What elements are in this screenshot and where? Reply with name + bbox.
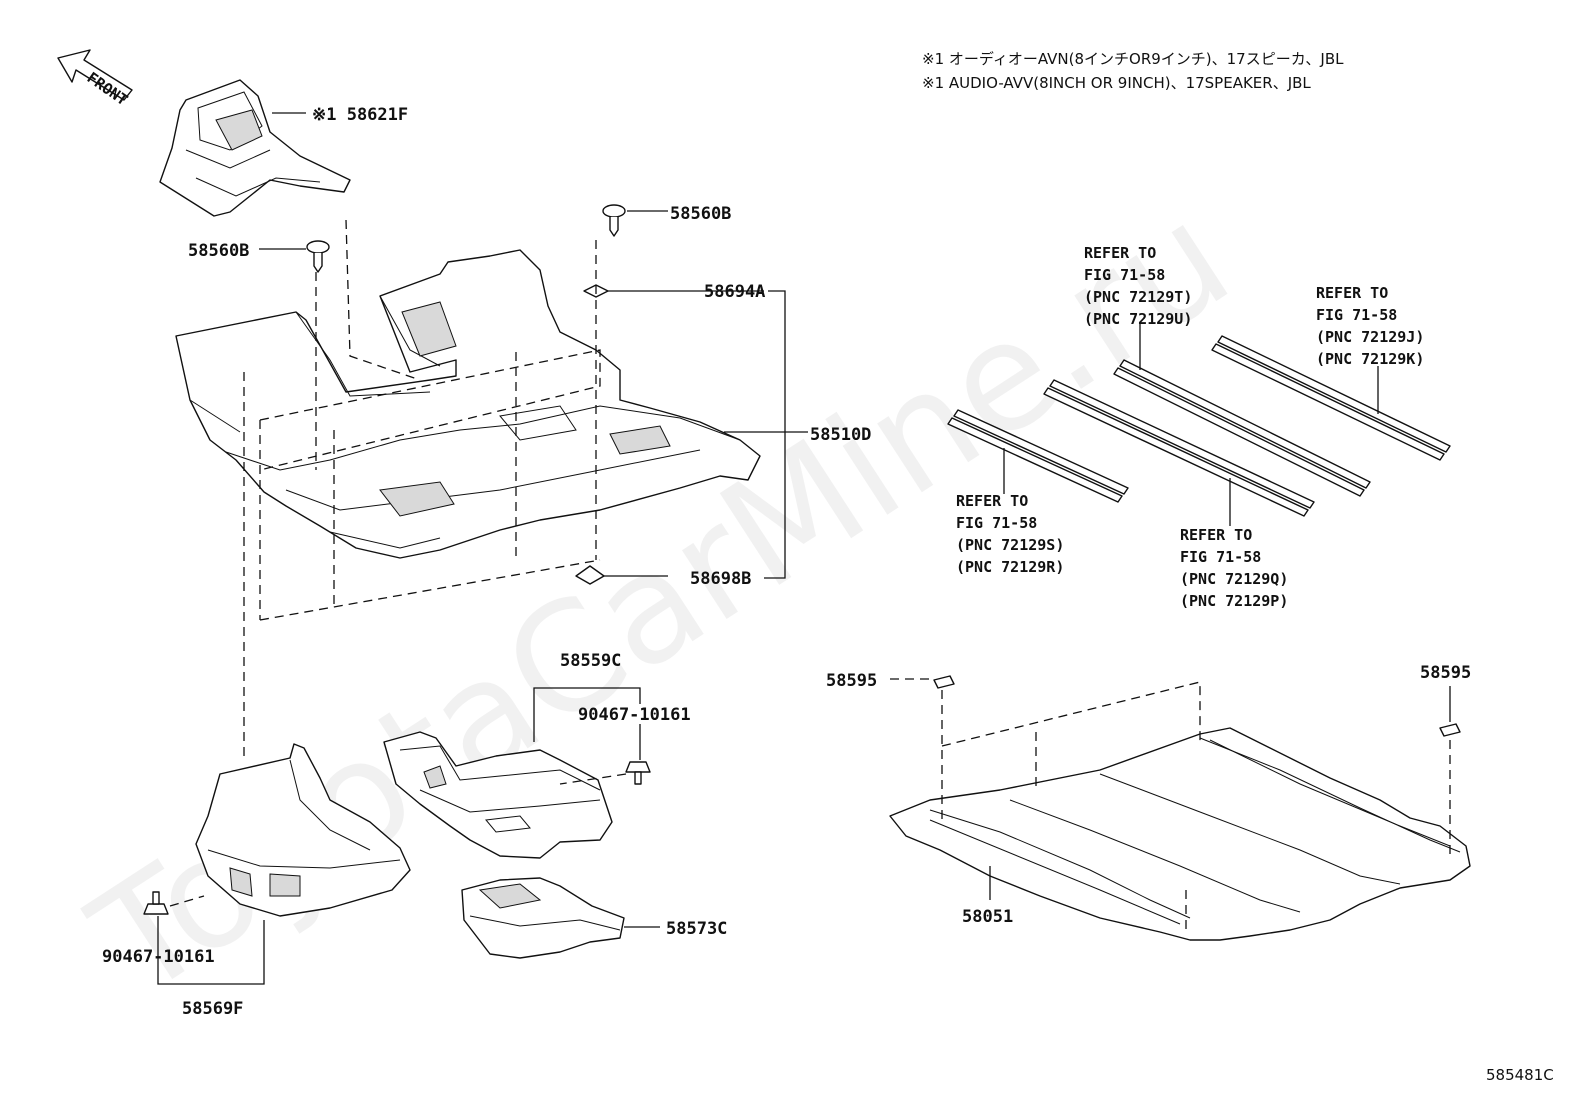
svg-text:FIG 71-58: FIG 71-58 (956, 514, 1037, 532)
label-58559c: 58559C (560, 651, 621, 671)
insulator-58569f (195, 743, 411, 917)
label-90467-left: 90467-10161 (102, 947, 215, 967)
label-58595-right: 58595 (1420, 663, 1471, 683)
clip-58560b-left (306, 240, 330, 273)
front-arrow-icon (57, 49, 133, 101)
label-58560b-left: 58560B (188, 241, 249, 261)
label-58051: 58051 (962, 907, 1013, 927)
svg-text:(PNC 72129U): (PNC 72129U) (1084, 310, 1192, 328)
scuff-plate-3 (1113, 359, 1371, 497)
label-58510d: 58510D (810, 425, 871, 445)
label-58560b-top: 58560B (670, 204, 731, 224)
floor-carpet-58510d (175, 249, 761, 559)
refer-block-a: REFER TO FIG 71-58 (PNC 72129T) (PNC 721… (1084, 244, 1192, 328)
svg-text:REFER TO: REFER TO (1180, 526, 1252, 544)
clip-58560b-top (602, 204, 626, 237)
note-line-jp: ※1 オーディオーAVN(8インチOR9インチ)、17スピーカ、JBL (922, 50, 1344, 68)
svg-text:FIG 71-58: FIG 71-58 (1316, 306, 1397, 324)
label-58698b: 58698B (690, 569, 751, 589)
svg-text:REFER TO: REFER TO (956, 492, 1028, 510)
insulator-58621f (159, 79, 351, 217)
bolt-90467-left (143, 891, 169, 915)
svg-text:(PNC 72129R): (PNC 72129R) (956, 558, 1064, 576)
bolt-90467-right (625, 761, 651, 785)
label-90467-right: 90467-10161 (578, 705, 691, 725)
label-58694a: 58694A (704, 282, 765, 302)
svg-text:FIG 71-58: FIG 71-58 (1180, 548, 1261, 566)
svg-text:(PNC 72129J): (PNC 72129J) (1316, 328, 1424, 346)
svg-text:(PNC 72129T): (PNC 72129T) (1084, 288, 1192, 306)
label-58595-left: 58595 (826, 671, 877, 691)
refer-block-c: REFER TO FIG 71-58 (PNC 72129S) (PNC 721… (956, 492, 1064, 576)
svg-text:(PNC 72129Q): (PNC 72129Q) (1180, 570, 1288, 588)
label-58621f: ※1 58621F (312, 105, 408, 125)
label-58573c: 58573C (666, 919, 727, 939)
svg-text:REFER TO: REFER TO (1316, 284, 1388, 302)
svg-text:(PNC 72129P): (PNC 72129P) (1180, 592, 1288, 610)
plug-58595-right (1439, 723, 1461, 737)
refer-block-b: REFER TO FIG 71-58 (PNC 72129J) (PNC 721… (1316, 284, 1424, 368)
rear-mat-58051 (889, 727, 1471, 941)
scuff-plate-2 (1043, 379, 1315, 517)
svg-text:FIG 71-58: FIG 71-58 (1084, 266, 1165, 284)
insulator-58559c (383, 731, 613, 859)
refer-block-d: REFER TO FIG 71-58 (PNC 72129Q) (PNC 721… (1180, 526, 1288, 610)
svg-text:REFER TO: REFER TO (1084, 244, 1156, 262)
scuff-plate-4 (1211, 335, 1451, 461)
scuff-plate-1 (947, 409, 1129, 503)
label-58569f: 58569F (182, 999, 243, 1019)
svg-text:(PNC 72129K): (PNC 72129K) (1316, 350, 1424, 368)
figure-code: 585481C (1486, 1066, 1554, 1084)
note-line-en: ※1 AUDIO-AVV(8INCH OR 9INCH)、17SPEAKER、J… (922, 74, 1311, 92)
insulator-58573c (461, 877, 625, 959)
svg-text:(PNC 72129S): (PNC 72129S) (956, 536, 1064, 554)
plug-58595-left (933, 675, 955, 689)
